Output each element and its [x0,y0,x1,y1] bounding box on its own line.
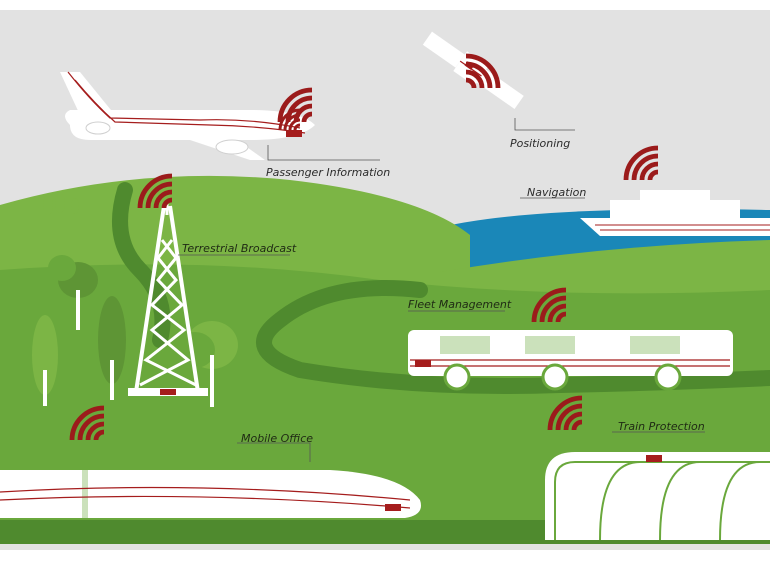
tunnel-icon [545,452,770,541]
airplane-icon [60,71,315,160]
broadcast-tower-icon [128,200,208,396]
label-fleet-management: Fleet Management [408,298,512,311]
bus-icon [408,330,733,391]
ship-icon [580,190,770,236]
label-navigation: Navigation [527,186,587,199]
tree-icon [48,255,98,330]
tree-icon [43,193,79,215]
label-train-protection: Train Protection [618,420,705,433]
label-passenger-information: Passenger Information [266,166,391,179]
train-icon [0,462,421,518]
tree-icon [32,315,58,406]
label-leaders [178,118,705,462]
label-mobile-office: Mobile Office [241,432,314,445]
road [112,182,770,394]
label-positioning: Positioning [510,137,571,150]
label-terrestrial-broadcast: Terrestrial Broadcast [182,242,297,255]
tree-icon [98,296,126,400]
